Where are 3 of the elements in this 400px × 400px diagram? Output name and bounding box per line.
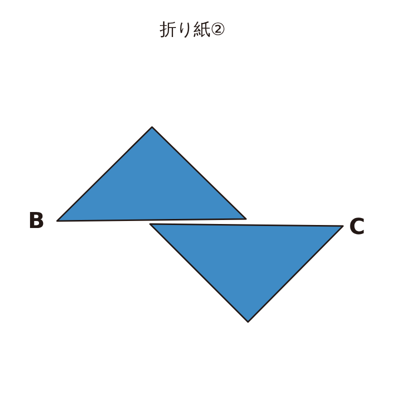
title: 折り紙② — [158, 22, 227, 39]
corner-label: B — [28, 211, 45, 233]
corner-label: C — [349, 217, 366, 239]
